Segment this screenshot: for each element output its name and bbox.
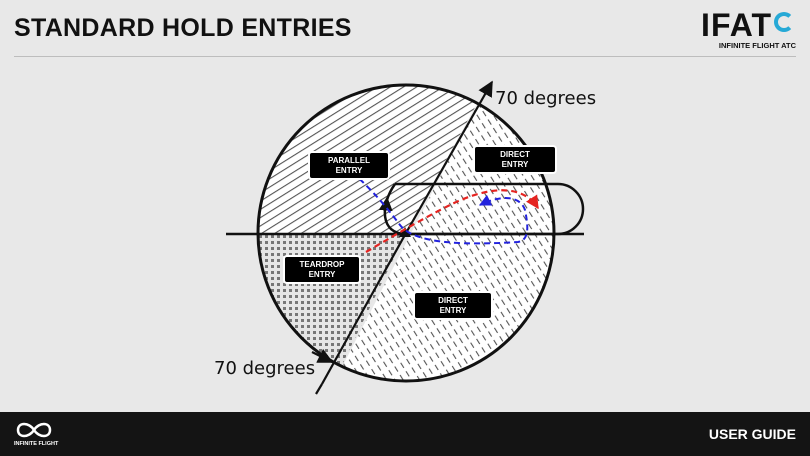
label-teardrop-line1: TEARDROP	[300, 260, 346, 269]
footer-brand-text: INFINITE FLIGHT	[14, 441, 59, 447]
logo-main-text: IFAT	[701, 7, 772, 43]
label-teardrop-entry: TEARDROP ENTRY	[283, 255, 361, 284]
angle-line-top	[405, 80, 493, 234]
page-title: STANDARD HOLD ENTRIES	[14, 14, 352, 42]
logo-c-ring-icon	[774, 12, 794, 32]
angle-line-bottom-tail	[315, 383, 323, 395]
fix-triangle	[399, 227, 411, 237]
infinite-flight-logo: INFINITE FLIGHT	[14, 420, 74, 450]
angle-line-bottom	[321, 232, 407, 385]
logo-sub-text: INFINITE FLIGHT ATC	[718, 41, 796, 50]
label-parallel-line2: ENTRY	[336, 166, 363, 175]
label-direct-bottom-line2: ENTRY	[440, 306, 467, 315]
angle-arrow-bottom	[311, 348, 334, 363]
infinity-icon	[16, 422, 52, 438]
header-divider	[14, 56, 796, 57]
label-direct-top-line2: ENTRY	[502, 160, 529, 169]
ifatc-logo: IFAT INFINITE FLIGHT ATC	[696, 7, 796, 50]
user-guide-label: USER GUIDE	[708, 426, 796, 442]
label-direct-entry-top: DIRECT ENTRY	[473, 145, 557, 174]
footer-bar: INFINITE FLIGHT USER GUIDE	[0, 412, 810, 456]
label-direct-entry-bottom: DIRECT ENTRY	[413, 291, 493, 320]
label-direct-top-line1: DIRECT	[500, 150, 530, 159]
angle-label-top: 70 degrees	[495, 88, 596, 109]
holding-racetrack	[395, 182, 585, 236]
parallel-entry-sector	[258, 85, 490, 233]
label-direct-bottom-line1: DIRECT	[438, 296, 468, 305]
label-parallel-line1: PARALLEL	[328, 156, 370, 165]
label-parallel-entry: PARALLEL ENTRY	[308, 151, 390, 180]
racetrack-arrow	[378, 196, 393, 212]
label-teardrop-line2: ENTRY	[309, 270, 336, 279]
sector-fills	[258, 85, 554, 381]
angle-label-bottom: 70 degrees	[214, 358, 315, 379]
hold-entry-diagram: PARALLEL ENTRY DIRECT ENTRY TEARDROP ENT…	[214, 80, 596, 395]
parallel-entry-path	[351, 171, 529, 245]
holding-turn-left	[383, 183, 407, 236]
